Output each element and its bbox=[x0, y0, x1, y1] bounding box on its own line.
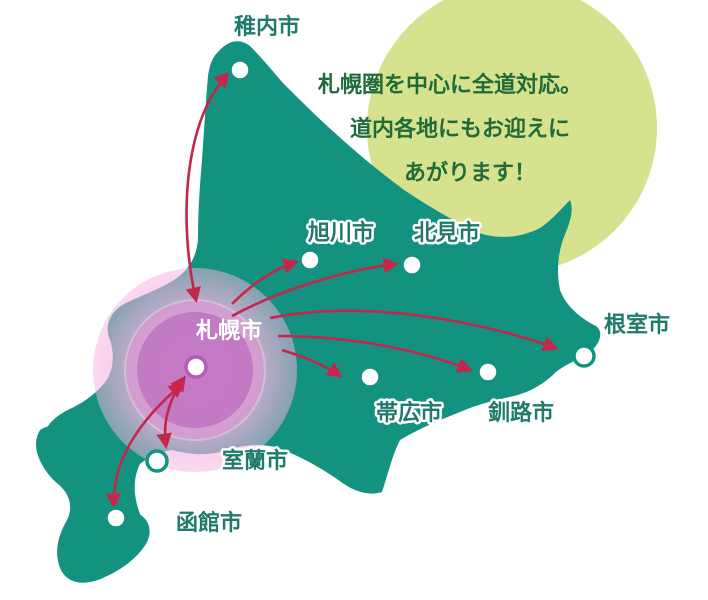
oshima-peninsula bbox=[36, 425, 150, 583]
city-dot-obihiro bbox=[358, 365, 382, 389]
route-sapporo-kushiro bbox=[277, 334, 473, 373]
callout-line-3: あがります！ bbox=[404, 160, 536, 186]
city-dot-sapporo bbox=[184, 355, 208, 379]
city-labels: 稚内市 旭川市 北見市 札幌市 根室市 帯広市 釧路市 室蘭市 函館市 bbox=[174, 12, 673, 539]
city-dot-hakodate bbox=[104, 506, 128, 530]
callout-bubble bbox=[367, 0, 657, 273]
city-dot-nemuro bbox=[572, 344, 596, 368]
city-label-wakkanai: 稚内市 bbox=[234, 14, 300, 40]
city-dot-muroran bbox=[145, 449, 169, 473]
city-dot-kushiro bbox=[476, 360, 500, 384]
callout-text: 札幌圏を中心に全道対応。 道内各地にもお迎えに あがります！ bbox=[317, 72, 582, 186]
city-markers bbox=[104, 58, 596, 530]
city-dot-asahikawa bbox=[298, 248, 322, 272]
route-sapporo-asahikawa bbox=[231, 258, 299, 305]
city-label-sapporo: 札幌市 bbox=[195, 318, 262, 344]
city-dot-kitami bbox=[400, 253, 424, 277]
route-sapporo-kitami bbox=[231, 257, 400, 318]
route-sapporo-hakodate bbox=[105, 381, 185, 510]
route-sapporo-obihiro bbox=[281, 348, 343, 378]
city-dot-wakkanai bbox=[228, 58, 252, 82]
callout-line-2: 道内各地にもお迎えに bbox=[350, 116, 570, 142]
route-arrows bbox=[105, 71, 559, 510]
city-label-kitami: 北見市 bbox=[414, 220, 480, 246]
city-label-muroran: 室蘭市 bbox=[222, 448, 288, 474]
city-label-kushiro: 釧路市 bbox=[488, 400, 554, 426]
callout-line-1: 札幌圏を中心に全道対応。 bbox=[317, 72, 582, 98]
city-label-asahikawa: 旭川市 bbox=[307, 220, 374, 246]
city-label-nemuro: 根室市 bbox=[604, 312, 670, 338]
city-label-hakodate: 函館市 bbox=[176, 510, 242, 536]
route-sapporo-nemuro bbox=[269, 309, 559, 352]
city-label-obihiro: 帯広市 bbox=[376, 400, 442, 426]
route-sapporo-wakkanai bbox=[185, 71, 231, 304]
